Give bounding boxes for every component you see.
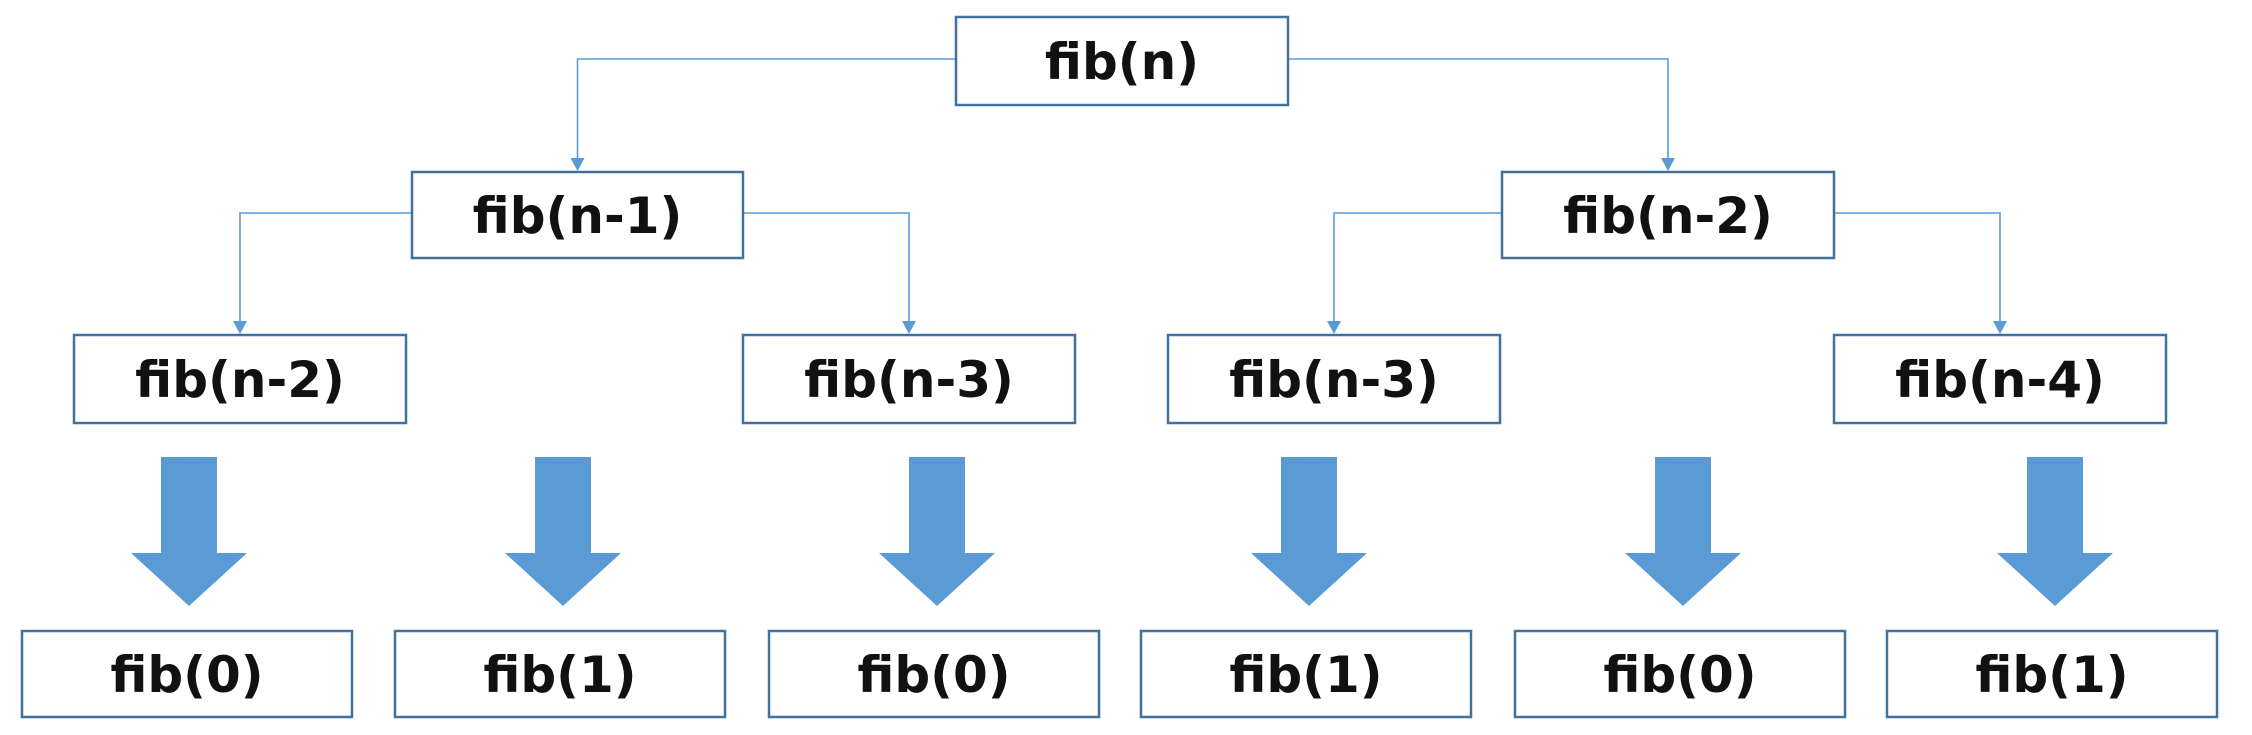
connector-fib-n-2-right-to-fib-n-3-right	[1327, 212, 1502, 334]
node-fib-1-b: fib(1)	[1139, 629, 1473, 719]
connector-line	[239, 212, 412, 322]
node-fib-0-c: fib(0)	[1513, 629, 1847, 719]
node-label: fib(n-2)	[1563, 187, 1773, 245]
node-label: fib(1)	[1229, 646, 1382, 704]
node-layer: fib(n) fib(n-1) fib(n-2) fib(n-2) fib(n-3) fi…	[20, 15, 2219, 719]
node-box	[1513, 629, 1847, 719]
connector-line	[743, 212, 910, 322]
node-box	[767, 629, 1101, 719]
node-box	[72, 333, 408, 425]
connector-arrowhead	[1327, 321, 1341, 334]
node-label: fib(n-2)	[135, 351, 345, 409]
node-label: fib(n)	[1045, 33, 1199, 91]
connector-line	[576, 58, 956, 159]
connector-fib-n-to-fib-n-2-right	[1288, 58, 1675, 171]
connector-arrowhead	[1661, 158, 1675, 171]
node-box	[954, 15, 1290, 107]
block-arrow-4	[1251, 457, 1367, 606]
node-fib-0-b: fib(0)	[767, 629, 1101, 719]
connector-fib-n-1-to-fib-n-3-left	[743, 212, 916, 334]
block-arrow-5	[1625, 457, 1741, 606]
node-box	[1832, 333, 2168, 425]
connector-arrowhead	[1993, 321, 2007, 334]
node-box	[1166, 333, 1502, 425]
connector-arrowhead	[570, 158, 585, 171]
node-box	[1139, 629, 1473, 719]
node-box	[741, 333, 1077, 425]
node-fib-n-3-right: fib(n-3)	[1166, 333, 1502, 425]
block-arrow-6	[1997, 457, 2113, 606]
node-fib-n-1: fib(n-1)	[410, 170, 745, 260]
block-arrow-layer	[131, 457, 2113, 606]
node-fib-1-c: fib(1)	[1885, 629, 2219, 719]
connector-fib-n-1-to-fib-n-2-left	[233, 212, 412, 334]
node-fib-n-3-left: fib(n-3)	[741, 333, 1077, 425]
block-arrow-3	[879, 457, 995, 606]
connector-fib-n-to-fib-n-1	[570, 58, 956, 171]
node-fib-n-2-left: fib(n-2)	[72, 333, 408, 425]
node-box	[20, 629, 354, 719]
node-fib-n: fib(n)	[954, 15, 1290, 107]
node-fib-0-a: fib(0)	[20, 629, 354, 719]
connector-arrowhead	[233, 321, 247, 334]
node-label: fib(n-3)	[1229, 351, 1439, 409]
connector-layer	[233, 58, 2007, 334]
node-box	[1885, 629, 2219, 719]
node-fib-1-a: fib(1)	[393, 629, 727, 719]
connector-line	[1333, 212, 1502, 322]
connector-line	[1288, 58, 1669, 159]
connector-line	[1834, 212, 2001, 322]
block-arrow-2	[505, 457, 621, 606]
node-label: fib(0)	[857, 646, 1010, 704]
node-fib-n-2-right: fib(n-2)	[1500, 170, 1836, 260]
node-label: fib(1)	[483, 646, 636, 704]
node-box	[410, 170, 745, 260]
node-label: fib(n-3)	[804, 351, 1014, 409]
node-box	[1500, 170, 1836, 260]
node-fib-n-4: fib(n-4)	[1832, 333, 2168, 425]
node-label: fib(0)	[110, 646, 263, 704]
node-label: fib(n-4)	[1895, 351, 2105, 409]
node-box	[393, 629, 727, 719]
connector-arrowhead	[902, 321, 916, 334]
block-arrow-1	[131, 457, 247, 606]
node-label: fib(0)	[1603, 646, 1756, 704]
node-label: fib(1)	[1975, 646, 2128, 704]
node-label: fib(n-1)	[473, 187, 683, 245]
connector-fib-n-2-right-to-fib-n-4	[1834, 212, 2007, 334]
